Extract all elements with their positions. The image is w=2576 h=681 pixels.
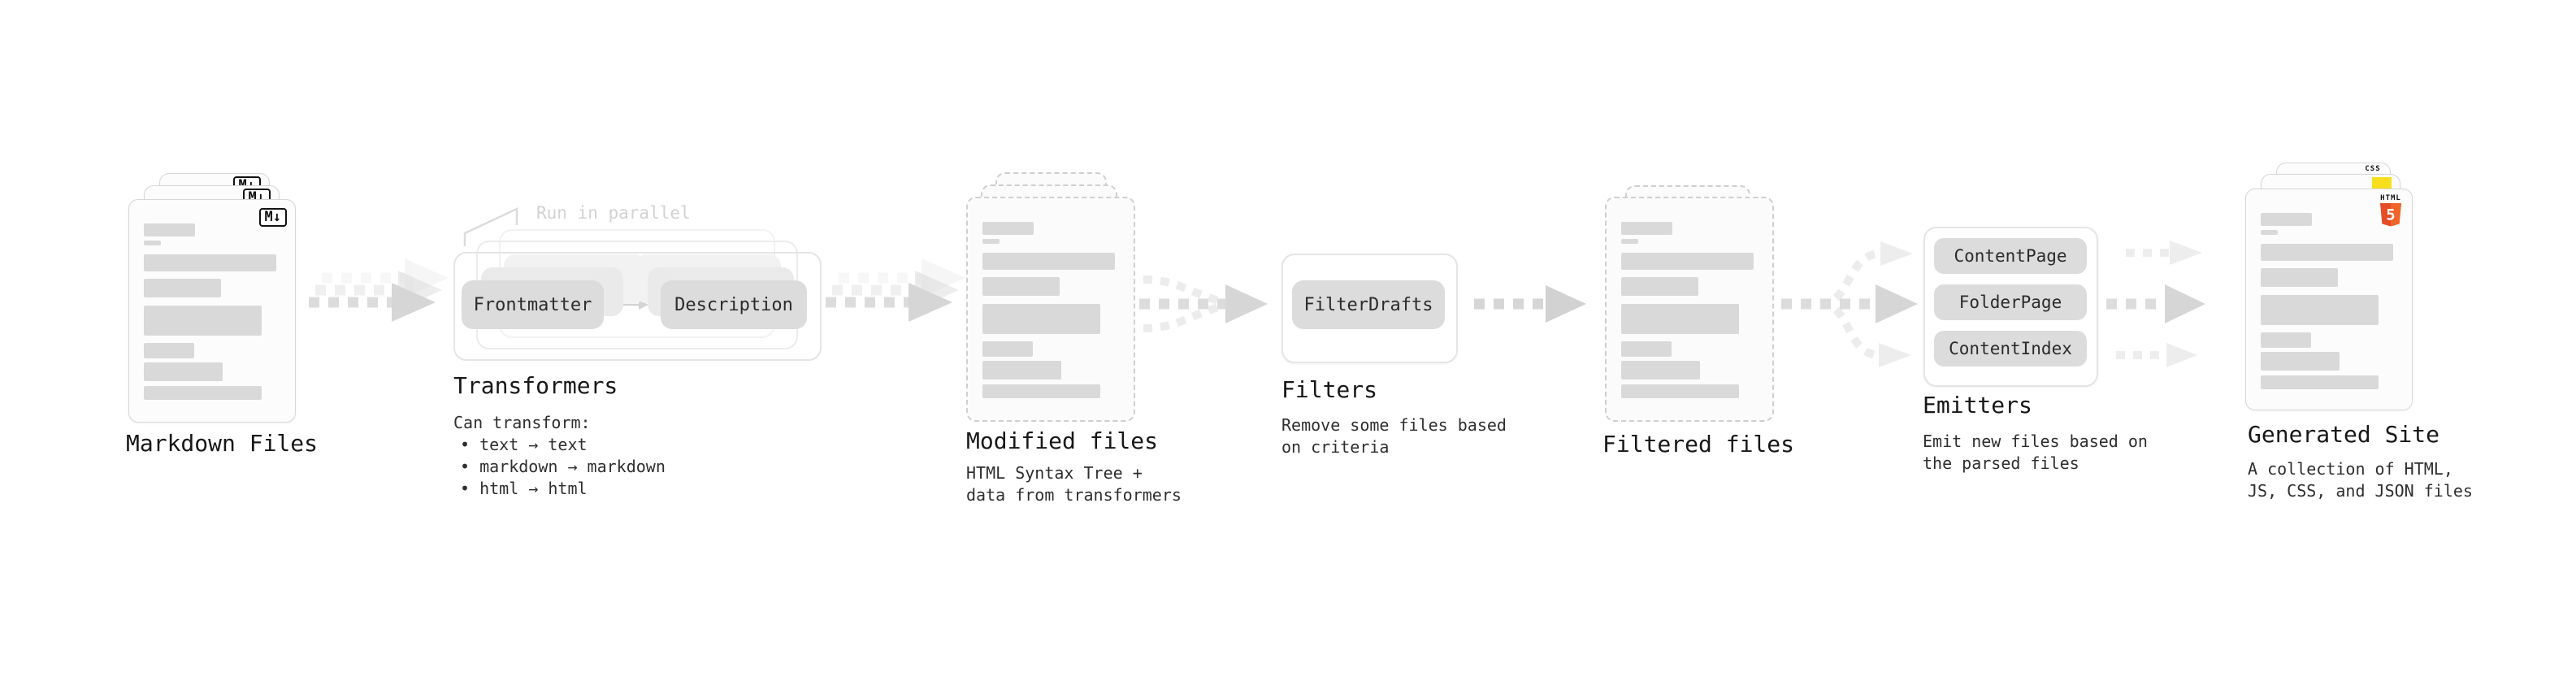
- text-line: [982, 384, 1100, 398]
- text-line: [2261, 230, 2278, 235]
- text-line: [2261, 375, 2379, 389]
- markdown-file-card-front: M↓: [128, 199, 296, 423]
- transformer-box-front: [453, 252, 822, 361]
- description-line: the parsed files: [1923, 453, 2079, 473]
- text-line: [982, 341, 1033, 357]
- transformers-description: Can transform: • text → text • markdown …: [453, 412, 666, 500]
- text-line: [144, 223, 195, 236]
- text-line: [2261, 352, 2340, 371]
- generated-site-label: Generated Site: [2248, 421, 2440, 448]
- text-line: [144, 279, 221, 297]
- text-line: [144, 241, 161, 245]
- text-line: [982, 222, 1034, 235]
- js-icon: [2372, 177, 2392, 189]
- generated-site-description: A collection of HTML, JS, CSS, and JSON …: [2248, 458, 2473, 502]
- contentindex-emitter-pill: ContentIndex: [1934, 331, 2087, 367]
- text-line: [982, 277, 1060, 296]
- emitters-description: Emit new files based on the parsed files: [1923, 431, 2148, 475]
- description-line: HTML Syntax Tree +: [966, 463, 1143, 483]
- text-line: [144, 306, 262, 336]
- emitters-label: Emitters: [1923, 392, 2032, 419]
- filters-description: Remove some files based on criteria: [1281, 414, 1507, 458]
- text-line: [2261, 332, 2311, 348]
- arrow-emitters-to-site-icon: [2106, 241, 2205, 367]
- frontmatter-transformer-pill: Frontmatter: [462, 280, 604, 329]
- text-line: [1621, 239, 1638, 244]
- transformers-label: Transformers: [453, 372, 618, 399]
- text-line: [982, 239, 1000, 244]
- text-line: [1621, 253, 1754, 270]
- description-line: Remove some files based: [1281, 415, 1507, 435]
- svg-text:HTML: HTML: [2380, 194, 2401, 202]
- text-line: [1621, 361, 1700, 380]
- arrow-filters-to-filtered-icon: [1474, 285, 1586, 323]
- description-transformer-pill: Description: [661, 280, 807, 329]
- markdown-files-label: Markdown Files: [126, 430, 319, 457]
- arrow-markdown-to-transformers-icon: [309, 258, 449, 322]
- html5-icon: HTML 5: [2380, 194, 2401, 227]
- text-line: [1621, 277, 1698, 296]
- filters-label: Filters: [1281, 376, 1378, 403]
- text-line: [982, 361, 1061, 380]
- site-file-card-html: HTML 5: [2245, 189, 2413, 410]
- text-line: [1621, 304, 1739, 334]
- description-line: Can transform:: [453, 413, 591, 432]
- arrow-modified-to-filters-icon: [1139, 275, 1268, 332]
- description-line: data from transformers: [966, 485, 1182, 505]
- svg-text:5: 5: [2386, 206, 2395, 224]
- text-line: [1621, 222, 1672, 235]
- arrow-filtered-to-emitters-icon: [1781, 241, 1918, 367]
- text-line: [1621, 384, 1739, 398]
- text-line: [1621, 341, 1672, 357]
- text-line: [982, 304, 1100, 334]
- text-line: [144, 254, 276, 271]
- text-line: [2261, 295, 2379, 325]
- arrow-transformers-to-modified-icon: [826, 258, 965, 322]
- text-line: [144, 386, 262, 400]
- text-line: [144, 362, 223, 381]
- text-line: [2261, 213, 2312, 226]
- description-line: • markdown → markdown: [460, 457, 666, 476]
- modified-file-card-front: [966, 197, 1135, 422]
- description-line: • html → html: [460, 479, 588, 498]
- description-line: A collection of HTML,: [2248, 459, 2453, 479]
- folderpage-emitter-pill: FolderPage: [1934, 284, 2087, 320]
- description-line: JS, CSS, and JSON files: [2248, 481, 2473, 501]
- modified-files-label: Modified files: [966, 427, 1159, 454]
- text-line: [144, 343, 194, 358]
- filterdrafts-pill: FilterDrafts: [1292, 280, 1445, 329]
- text-line: [2261, 244, 2393, 261]
- text-line: [2261, 268, 2338, 287]
- run-in-parallel-annotation: Run in parallel: [536, 203, 691, 223]
- filtered-file-card-front: [1605, 197, 1774, 422]
- description-line: • text → text: [460, 435, 588, 454]
- modified-files-description: HTML Syntax Tree + data from transformer…: [966, 462, 1182, 506]
- contentpage-emitter-pill: ContentPage: [1934, 238, 2087, 274]
- text-line: [982, 253, 1115, 270]
- filtered-files-label: Filtered files: [1602, 431, 1795, 458]
- markdown-icon: M↓: [258, 208, 287, 227]
- description-line: on criteria: [1281, 437, 1390, 457]
- description-line: Emit new files based on: [1923, 432, 2148, 451]
